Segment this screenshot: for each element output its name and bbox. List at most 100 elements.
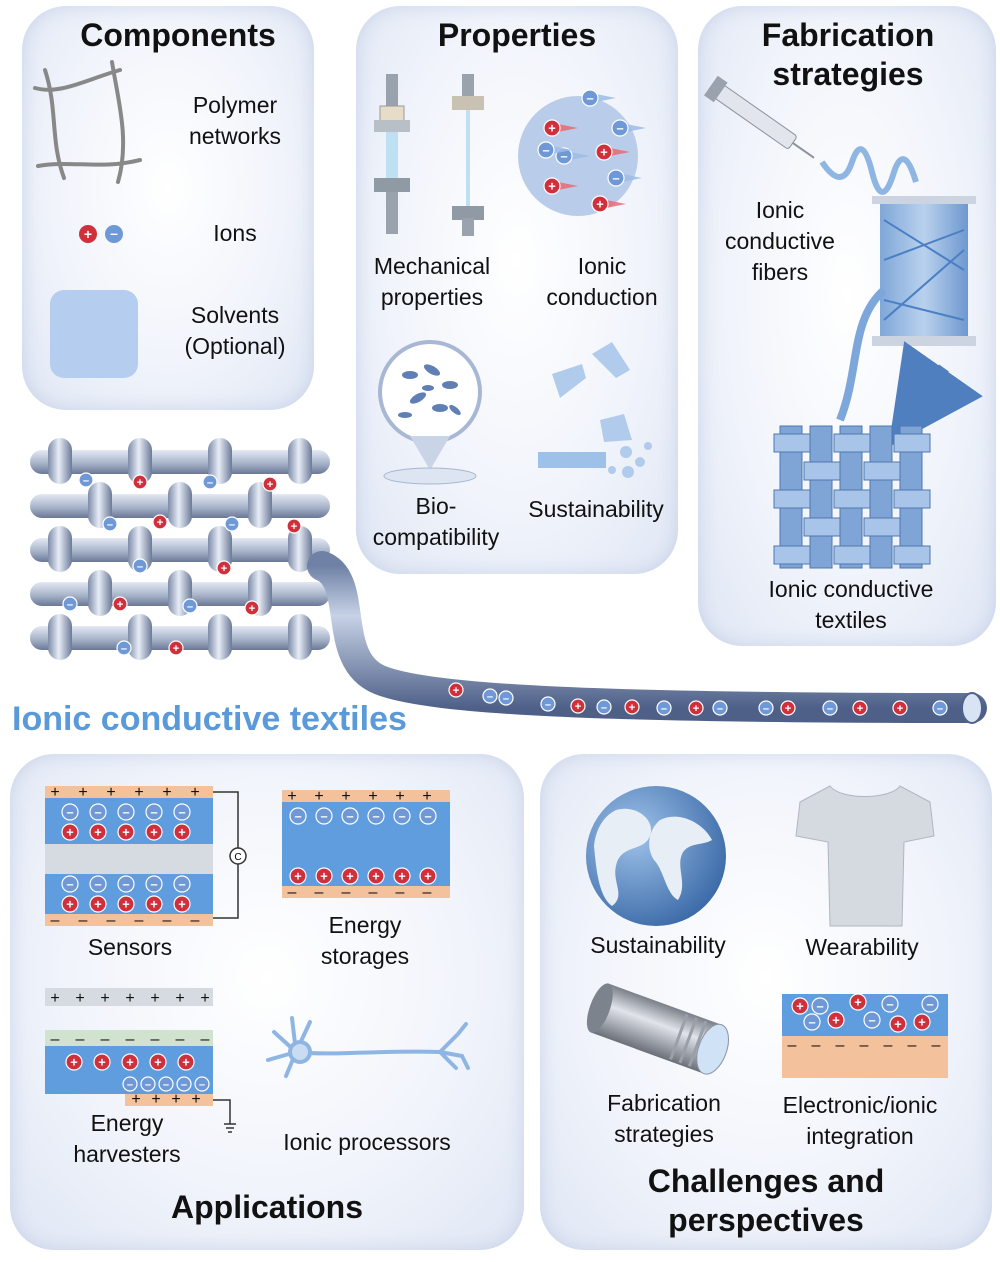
anion-icon: – bbox=[822, 700, 838, 716]
minus-sign: – bbox=[191, 912, 200, 929]
anion-icon: – bbox=[289, 807, 307, 825]
plus-sign: + bbox=[368, 788, 377, 805]
anion-icon: – bbox=[117, 803, 135, 821]
svg-text:–: – bbox=[207, 477, 213, 489]
minus-sign: – bbox=[101, 1031, 110, 1048]
anion-icon: – bbox=[117, 875, 135, 893]
svg-text:+: + bbox=[294, 868, 301, 883]
svg-text:+: + bbox=[424, 868, 431, 883]
svg-text:+: + bbox=[150, 896, 157, 911]
anion-icon: – bbox=[393, 807, 411, 825]
moving-cation-icon: + bbox=[543, 119, 578, 137]
plus-sign: + bbox=[190, 784, 199, 801]
plus-sign: + bbox=[171, 1091, 180, 1108]
anion-icon: – bbox=[122, 1076, 138, 1092]
ionic-conduction-label: Ionic conduction bbox=[546, 253, 658, 311]
svg-text:–: – bbox=[145, 1079, 151, 1091]
minus-sign: – bbox=[908, 1037, 917, 1054]
cation-icon: + bbox=[149, 1053, 167, 1071]
cation-icon: + bbox=[173, 823, 191, 841]
energy-storages-label: Energy storages bbox=[320, 912, 410, 970]
svg-text:–: – bbox=[503, 693, 509, 705]
svg-text:–: – bbox=[150, 876, 157, 891]
main-title: Ionic conductive textiles bbox=[12, 700, 407, 738]
challenge-sustainability-label: Sustainability bbox=[590, 932, 726, 958]
fiber-tube bbox=[307, 551, 987, 723]
fiber-cylinder-icon bbox=[586, 983, 730, 1075]
svg-text:–: – bbox=[808, 1014, 815, 1029]
anion-icon: – bbox=[61, 803, 79, 821]
svg-text:+: + bbox=[154, 1054, 161, 1069]
moving-cation-icon: + bbox=[591, 195, 626, 213]
anion-icon: – bbox=[182, 598, 198, 614]
plus-sign: + bbox=[150, 990, 159, 1007]
polymer-networks-label: Polymer networks bbox=[188, 92, 282, 150]
minus-sign: – bbox=[151, 1031, 160, 1048]
minus-sign: – bbox=[342, 884, 351, 901]
svg-text:–: – bbox=[122, 876, 129, 891]
svg-text:C: C bbox=[234, 852, 241, 863]
svg-text:+: + bbox=[398, 868, 405, 883]
minus-sign: – bbox=[126, 1031, 135, 1048]
cation-icon: + bbox=[315, 867, 333, 885]
anion-icon: – bbox=[811, 997, 829, 1015]
solvents-label: Solvents (Optional) bbox=[184, 302, 286, 360]
svg-text:+: + bbox=[137, 477, 144, 489]
svg-text:–: – bbox=[229, 519, 235, 531]
svg-text:+: + bbox=[98, 1054, 105, 1069]
svg-text:+: + bbox=[182, 1054, 189, 1069]
svg-text:–: – bbox=[601, 702, 607, 714]
anion-icon: – bbox=[78, 472, 94, 488]
svg-text:+: + bbox=[372, 868, 379, 883]
challenge-fabrication-label: Fabrication strategies bbox=[607, 1090, 721, 1148]
svg-text:–: – bbox=[560, 148, 567, 163]
cation-icon: + bbox=[913, 1013, 931, 1031]
recycle-icon bbox=[538, 342, 652, 478]
svg-text:–: – bbox=[67, 599, 73, 611]
minus-sign: – bbox=[79, 912, 88, 929]
svg-text:+: + bbox=[122, 896, 129, 911]
svg-text:+: + bbox=[178, 824, 185, 839]
svg-text:–: – bbox=[398, 808, 405, 823]
cation-icon: + bbox=[448, 682, 464, 698]
svg-text:–: – bbox=[816, 998, 823, 1013]
anion-icon: – bbox=[145, 803, 163, 821]
polymer-network-icon bbox=[33, 60, 142, 184]
svg-text:–: – bbox=[616, 120, 623, 135]
svg-text:+: + bbox=[693, 703, 700, 715]
cation-icon: + bbox=[892, 700, 908, 716]
svg-text:–: – bbox=[717, 703, 723, 715]
syringe-icon bbox=[703, 75, 815, 159]
svg-text:+: + bbox=[117, 599, 124, 611]
minus-sign: – bbox=[836, 1037, 845, 1054]
cation-icon: + bbox=[791, 997, 809, 1015]
plus-sign: + bbox=[162, 784, 171, 801]
anion-icon: – bbox=[224, 516, 240, 532]
plus-sign: + bbox=[395, 788, 404, 805]
svg-text:–: – bbox=[763, 703, 769, 715]
anion-icon: – bbox=[173, 803, 191, 821]
ion-pair-icon: + – bbox=[79, 225, 123, 243]
svg-text:+: + bbox=[854, 994, 861, 1009]
svg-text:–: – bbox=[372, 808, 379, 823]
conduction-ions: ––+–+–++– bbox=[537, 89, 646, 213]
plus-sign: + bbox=[75, 990, 84, 1007]
cation-icon: + bbox=[289, 867, 307, 885]
svg-text:+: + bbox=[66, 824, 73, 839]
sustainability-label: Sustainability bbox=[528, 496, 664, 522]
anion-icon: – bbox=[596, 699, 612, 715]
minus-sign: – bbox=[315, 884, 324, 901]
biocompatibility-label: Bio- compatibility bbox=[372, 493, 500, 551]
spun-fiber bbox=[819, 146, 919, 195]
cation-icon: + bbox=[145, 823, 163, 841]
plus-sign: + bbox=[78, 784, 87, 801]
plus-sign: + bbox=[341, 788, 350, 805]
plus-sign: + bbox=[175, 990, 184, 1007]
properties-title: Properties bbox=[437, 17, 597, 53]
svg-text:+: + bbox=[453, 685, 460, 697]
ionic-processors-label: Ionic processors bbox=[283, 1129, 451, 1155]
tube-ions: +–––+–+–+––+–++– bbox=[448, 682, 948, 716]
plus-sign: + bbox=[191, 1091, 200, 1108]
cation-icon: + bbox=[341, 867, 359, 885]
svg-text:+: + bbox=[548, 178, 555, 193]
